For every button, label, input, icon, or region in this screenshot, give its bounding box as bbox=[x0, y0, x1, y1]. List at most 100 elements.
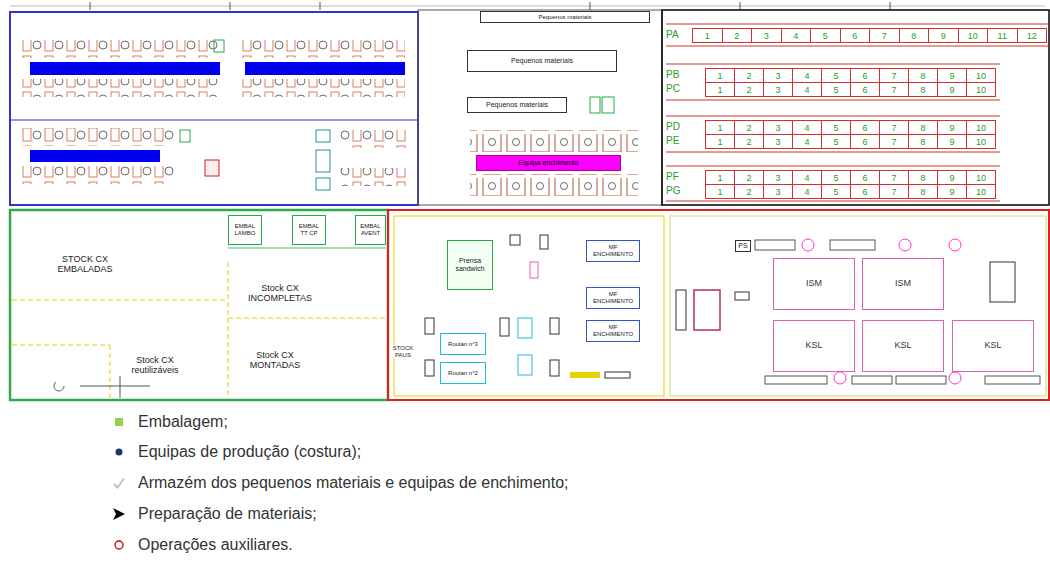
filling-team-bar: Equipa enchimento bbox=[476, 155, 621, 171]
pink-symbol bbox=[899, 239, 911, 251]
rack-cell: 4 bbox=[792, 134, 822, 149]
rack-cell: 1 bbox=[705, 134, 735, 149]
rack-cell: 4 bbox=[792, 82, 822, 97]
equipment-box: PS bbox=[735, 240, 751, 252]
square-bullet bbox=[115, 418, 123, 426]
zone-border bbox=[394, 216, 664, 396]
box-label: PS bbox=[738, 242, 747, 250]
workstation-row bbox=[470, 130, 638, 152]
rack-cell: 4 bbox=[792, 170, 822, 185]
legend-text: Armazém dos pequenos materiais e equipas… bbox=[138, 474, 568, 492]
rack-cell: 2 bbox=[722, 28, 753, 43]
arrow-bullet bbox=[113, 508, 125, 520]
area-border bbox=[418, 10, 662, 205]
box-label: EMBAL AVENT bbox=[358, 223, 383, 236]
ring-bullet bbox=[115, 541, 123, 549]
zone-label: Stock CX reutilizáveis bbox=[115, 355, 195, 376]
workstation-row bbox=[22, 128, 176, 146]
filling-machine: MF ENCHIMENTO bbox=[586, 240, 640, 262]
rack-cell: 10 bbox=[966, 170, 996, 185]
zone-line bbox=[12, 300, 228, 301]
rack-cell: 7 bbox=[879, 68, 909, 83]
rack-cell: 2 bbox=[734, 120, 764, 135]
rack-cell: 3 bbox=[763, 184, 793, 199]
legend-swatch bbox=[112, 507, 126, 521]
rack-cell: 8 bbox=[908, 82, 938, 97]
rack-cell: 9 bbox=[937, 184, 967, 199]
equipment bbox=[425, 360, 434, 376]
box-label: Roulan n°3 bbox=[448, 341, 478, 348]
box-label: EMBAL TT CP bbox=[295, 223, 323, 236]
rack-cell: 1 bbox=[705, 184, 735, 199]
rack-cell: 5 bbox=[821, 82, 851, 97]
rack-cell: 4 bbox=[781, 28, 812, 43]
workstation-row bbox=[22, 79, 220, 97]
rack-cell: 10 bbox=[966, 184, 996, 199]
box-label: EMBAL LAMBO bbox=[231, 223, 259, 236]
rack-line bbox=[666, 116, 1000, 117]
packing-station: EMBAL LAMBO bbox=[228, 215, 262, 245]
rack-line bbox=[666, 166, 1000, 167]
box-label: Equipa enchimento bbox=[519, 159, 579, 167]
packing-area bbox=[10, 210, 388, 400]
workstation-row bbox=[22, 40, 220, 58]
rack-cell: 6 bbox=[850, 134, 880, 149]
equipment bbox=[214, 40, 224, 52]
zone-line bbox=[228, 262, 229, 398]
tick bbox=[320, 2, 321, 10]
equipment bbox=[316, 130, 330, 142]
door-arc bbox=[54, 382, 64, 391]
box-label: ISM bbox=[895, 279, 911, 289]
rack-cell: 3 bbox=[763, 82, 793, 97]
legend-swatch bbox=[112, 415, 126, 429]
rack-cell: 5 bbox=[821, 184, 851, 199]
machine-cell: KSL bbox=[862, 320, 944, 372]
machine-cell: ISM bbox=[773, 258, 855, 310]
row-label: PG bbox=[666, 184, 680, 198]
box-label: KSL bbox=[984, 341, 1001, 351]
equipment bbox=[694, 290, 720, 330]
legend-text: Preparação de materiais; bbox=[138, 505, 317, 523]
sewing-area bbox=[10, 12, 418, 205]
equipment bbox=[180, 130, 190, 142]
zone-label: Stock CX MONTADAS bbox=[235, 350, 315, 371]
rack-line bbox=[666, 201, 1000, 202]
legend-swatch bbox=[112, 445, 126, 459]
legend-swatch bbox=[112, 538, 126, 552]
rack-cell: 6 bbox=[840, 28, 871, 43]
rack-cell: 4 bbox=[792, 184, 822, 199]
zone-line bbox=[228, 318, 386, 319]
rack-cell: 4 bbox=[792, 68, 822, 83]
rack-cell: 10 bbox=[958, 28, 989, 43]
conveyor-bar bbox=[245, 62, 405, 75]
area-border bbox=[388, 210, 1049, 400]
top-ticks bbox=[10, 2, 1045, 10]
roll-machine: Roulan n°3 bbox=[440, 333, 486, 355]
rack-cell: 8 bbox=[908, 184, 938, 199]
rack-cell: 6 bbox=[850, 170, 880, 185]
equipment bbox=[316, 150, 330, 172]
equipment bbox=[425, 318, 434, 334]
rack-line bbox=[666, 24, 1049, 25]
rack-cell: 7 bbox=[879, 120, 909, 135]
rack-cell: 5 bbox=[821, 120, 851, 135]
pink-symbol bbox=[949, 239, 961, 251]
rack-line bbox=[666, 46, 1049, 47]
rack-cell: 7 bbox=[869, 28, 900, 43]
box-label: Pequenos materiais bbox=[486, 101, 548, 109]
equipment bbox=[540, 235, 548, 249]
rack-cell: 10 bbox=[966, 82, 996, 97]
equipment bbox=[500, 318, 509, 336]
zone-line bbox=[228, 248, 386, 249]
zone-line bbox=[12, 345, 110, 346]
bench bbox=[985, 376, 1040, 384]
area-border bbox=[10, 12, 418, 205]
check-bullet bbox=[114, 479, 124, 488]
tick bbox=[890, 2, 891, 10]
legend-item: Embalagem; bbox=[112, 413, 228, 431]
rack-cell: 2 bbox=[734, 170, 764, 185]
rack-cell: 3 bbox=[763, 120, 793, 135]
rack-cell: 7 bbox=[879, 134, 909, 149]
cross-mark bbox=[80, 386, 150, 387]
rack-cell: 9 bbox=[937, 68, 967, 83]
